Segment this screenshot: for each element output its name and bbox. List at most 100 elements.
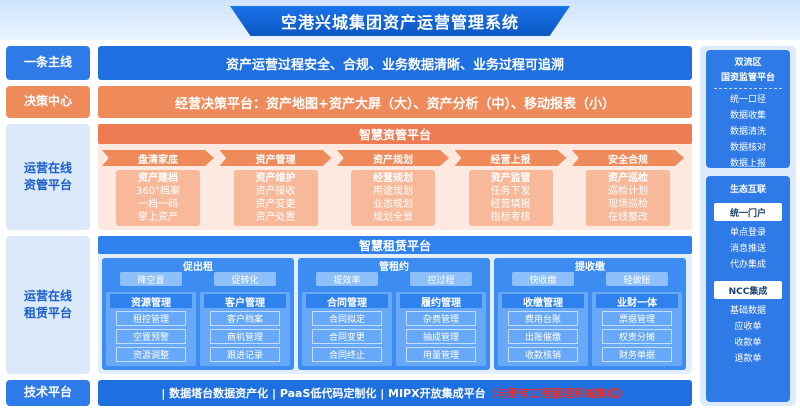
decision-bar: 经营决策平台：资产地图+资产大屏（大）、资产分析（中）、移动报表（小） <box>98 86 692 118</box>
label-lease-line2: 租赁平台 <box>23 306 72 320</box>
asset-box-item: 用途规划 <box>373 186 413 197</box>
right-item: 数据收集 <box>729 111 766 121</box>
lease-platform-title: 智慧租赁平台 <box>98 236 692 254</box>
label-lease-line1: 运营在线 <box>23 288 72 303</box>
lease-col-item: 用量管理 <box>406 347 476 362</box>
lease-col-item: 费用台账 <box>508 311 578 326</box>
lease-col-head: 履约管理 <box>400 294 482 309</box>
lease-col-item: 空置预警 <box>116 329 186 344</box>
right-top-divider <box>714 88 782 89</box>
title-plate <box>230 6 570 36</box>
lease-col-head: 合同管理 <box>306 294 388 309</box>
asset-box-head: 资产监管 <box>490 173 531 184</box>
right-bottom-title: 生态互联 <box>729 185 766 195</box>
mainline-bar: 资产运营过程安全、合规、业务数据清晰、业务过程可追溯 <box>98 46 692 80</box>
asset-stage-4: 经营上报 <box>454 150 567 166</box>
lease-pill: 提效率 <box>316 272 378 286</box>
right-item: 退款单 <box>734 354 762 364</box>
asset-box-item: 规划全景 <box>373 212 413 223</box>
asset-box-item: 在线整改 <box>608 212 648 223</box>
lease-col-head: 收缴管理 <box>502 294 584 309</box>
asset-box-item: 资产变更 <box>255 199 296 210</box>
lease-group-title: 管租约 <box>379 261 409 273</box>
page-title: 空港兴城集团资产运营管理系统 <box>280 13 519 32</box>
lease-pill: 控过程 <box>410 272 472 286</box>
label-lease: 运营在线租赁平台 <box>6 236 90 374</box>
tech-content: | 数据塔台数据资产化 | PaaS低代码定制化 | MIPX开放集成平台 <box>161 387 486 400</box>
label-asset-line1: 运营在线 <box>23 160 72 175</box>
ncc-button: NCC集成 <box>714 281 782 299</box>
asset-box-item: 现场巡检 <box>608 199 648 210</box>
lease-col-item: 抽成管理 <box>406 329 476 344</box>
portal-button: 统一门户 <box>714 203 782 221</box>
asset-stage-2: 资产管理 <box>219 150 332 166</box>
label-asset-line2: 资管平台 <box>23 178 72 192</box>
lease-col-item: 客户档案 <box>210 311 280 326</box>
right-item: 单点登录 <box>729 228 766 238</box>
label-asset: 运营在线资管平台 <box>6 124 90 230</box>
asset-stage-3: 资产规划 <box>337 150 449 166</box>
lease-col-head: 业财一体 <box>596 294 678 309</box>
right-item: 应收单 <box>734 322 762 332</box>
right-item: 代办集成 <box>729 260 766 270</box>
lease-pill: 快收缴 <box>512 272 574 286</box>
lease-col-item: 收款核销 <box>508 347 578 362</box>
asset-box-4: 资产监管任务下发经营填报指标考核 <box>468 170 553 226</box>
lease-col-item: 出账催缴 <box>508 329 578 344</box>
lease-group-title: 提收缴 <box>575 261 605 273</box>
lease-col-head: 资源管理 <box>110 294 192 309</box>
lease-col-item: 合同终止 <box>312 347 382 362</box>
asset-box-item: 业态规划 <box>373 199 413 210</box>
lease-col-item: 合同拟定 <box>312 311 382 326</box>
asset-box-item: 任务下发 <box>490 186 531 197</box>
right-item: 数据上报 <box>729 159 766 169</box>
label-mainline: 一条主线 <box>6 46 90 80</box>
right-item: 基础数据 <box>729 306 766 316</box>
lease-col-item: 财务单据 <box>602 347 672 362</box>
lease-col-item: 权责分摊 <box>602 329 672 344</box>
portal-items: 单点登录消息推送代办集成 <box>706 225 790 273</box>
asset-box-item: 指标考核 <box>490 212 531 223</box>
right-item: 消息推送 <box>729 244 766 254</box>
asset-box-item: 资产接收 <box>255 186 296 197</box>
asset-box-head: 资产巡检 <box>608 173 648 184</box>
tech-highlight: （与现有工程管理系统集成） <box>485 387 629 400</box>
right-top-title2: 国资监管平台 <box>720 73 775 83</box>
lease-col-head: 客户管理 <box>204 294 286 309</box>
lease-group-title: 促出租 <box>183 261 213 273</box>
right-item: 统一口径 <box>729 95 766 105</box>
tech-bar: | 数据塔台数据资产化 | PaaS低代码定制化 | MIPX开放集成平台（与现… <box>98 380 692 406</box>
asset-box-head: 资产维护 <box>255 173 296 184</box>
asset-box-item: 巡检计划 <box>608 186 648 197</box>
lease-col-item: 租控管理 <box>116 311 186 326</box>
asset-box-head: 经营规划 <box>373 173 413 184</box>
lease-col-item: 资源调整 <box>116 347 186 362</box>
right-item: 数据清洗 <box>729 127 766 137</box>
label-tech: 技术平台 <box>6 380 90 406</box>
ncc-items: 基础数据应收单收款单退款单 <box>706 303 790 367</box>
asset-box-3: 经营规划用途规划业态规划规划全景 <box>351 170 435 226</box>
lease-col-item: 商机管理 <box>210 329 280 344</box>
asset-box-item: 经营填报 <box>490 199 531 210</box>
asset-box-item: 一档一码 <box>138 199 178 210</box>
lease-col-item: 跟进记录 <box>210 347 280 362</box>
right-top-items: 统一口径数据收集数据清洗数据核对数据上报 <box>706 92 790 172</box>
lease-pill: 降空置 <box>120 272 182 286</box>
asset-box-item: 掌上资产 <box>138 212 178 223</box>
lease-col-item: 杂费管理 <box>406 311 476 326</box>
asset-box-5: 资产巡检巡检计划现场巡检在线整改 <box>586 170 670 226</box>
right-box-supervision: 双流区 国资监管平台 统一口径数据收集数据清洗数据核对数据上报 <box>706 50 790 169</box>
label-decision: 决策中心 <box>6 86 90 118</box>
asset-box-2: 资产维护资产接收资产变更资产处置 <box>233 170 318 226</box>
lease-col-item: 票据管理 <box>602 311 672 326</box>
asset-box-item: 资产处置 <box>255 212 296 223</box>
asset-stage-1: 盘清家底 <box>102 150 214 166</box>
lease-col-item: 合同变更 <box>312 329 382 344</box>
asset-platform-title: 智慧资管平台 <box>98 124 692 144</box>
asset-box-item: 360°档案 <box>135 186 181 197</box>
lease-pill: 轻做账 <box>606 272 668 286</box>
asset-stage-5: 安全合规 <box>572 150 684 166</box>
right-box-ecosystem: 生态互联 统一门户 单点登录消息推送代办集成 NCC集成 基础数据应收单收款单退… <box>706 176 790 402</box>
right-item: 收款单 <box>734 338 762 348</box>
